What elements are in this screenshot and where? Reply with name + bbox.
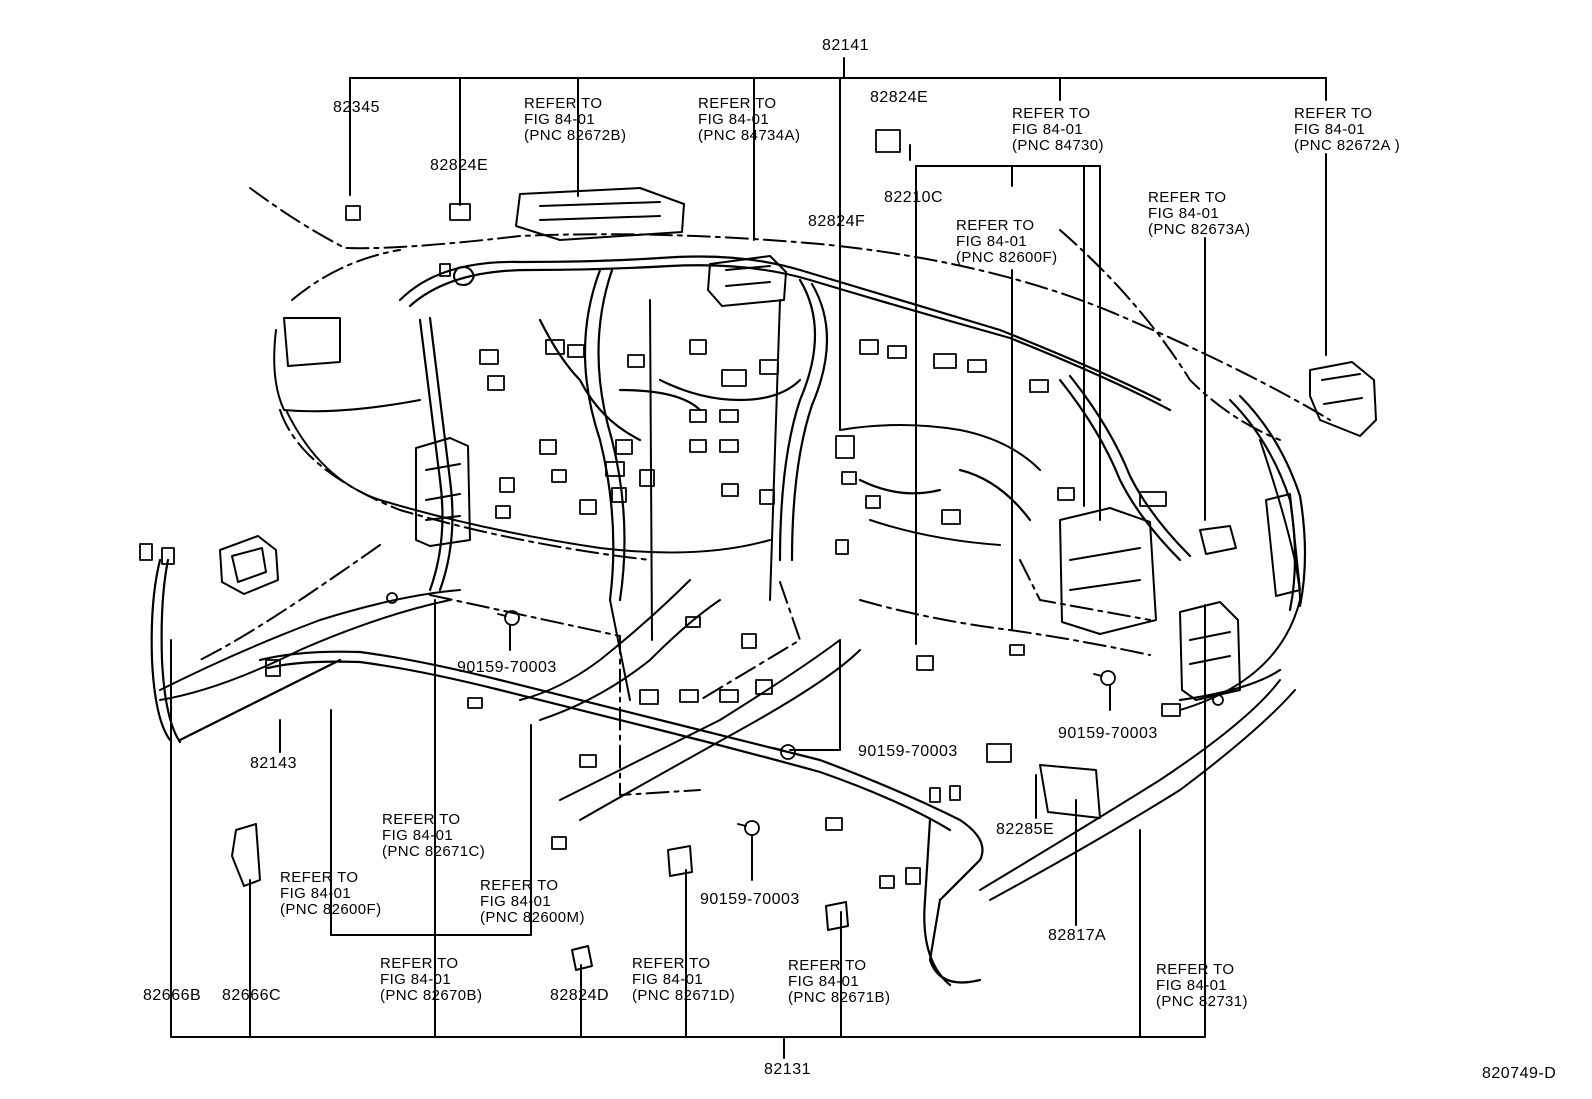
part-label-82817a: 82817A xyxy=(1048,927,1107,944)
part-label-82666c: 82666C xyxy=(222,987,282,1004)
part-label-bolt-2: 90159-70003 xyxy=(1058,725,1158,742)
dash-panel-outline xyxy=(199,187,1331,796)
part-label-bolt-4: 90159-70003 xyxy=(700,891,800,908)
part-label-82824e-left: 82824E xyxy=(430,157,489,174)
junction-blocks xyxy=(219,187,1377,971)
leader-lines xyxy=(279,144,1111,936)
diagram-id: 820749-D xyxy=(1482,1065,1557,1082)
part-label-82131: 82131 xyxy=(764,1061,811,1078)
part-label-bolt-3: 90159-70003 xyxy=(858,743,958,760)
bottom-bracket-lines xyxy=(170,599,1206,1059)
wire-harness xyxy=(150,255,1307,987)
part-label-82141: 82141 xyxy=(822,37,869,54)
dash-panel-contours xyxy=(159,299,1301,901)
part-label-82824f: 82824F xyxy=(808,213,866,230)
top-bracket-lines xyxy=(349,57,1327,645)
part-label-82666b: 82666B xyxy=(143,987,202,1004)
connectors xyxy=(139,129,1181,889)
part-label-82285e: 82285E xyxy=(996,821,1055,838)
part-label-82824d: 82824D xyxy=(550,987,610,1004)
part-label-82824e-top: 82824E xyxy=(870,89,929,106)
bolts xyxy=(386,592,1224,836)
part-label-82210c: 82210C xyxy=(884,189,944,206)
part-label-82345: 82345 xyxy=(333,99,380,116)
part-label-82143: 82143 xyxy=(250,755,297,772)
part-label-bolt-1: 90159-70003 xyxy=(457,659,557,676)
